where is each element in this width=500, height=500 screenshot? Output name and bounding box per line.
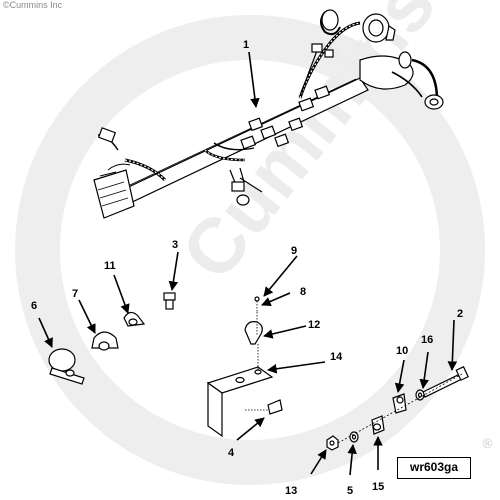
part-10-spacer xyxy=(392,393,407,414)
callout-14: 14 xyxy=(330,351,343,363)
part-12-p-clip xyxy=(244,312,263,345)
callout-labels: 1 2 3 4 5 6 7 8 9 10 11 12 13 14 15 16 xyxy=(31,39,463,497)
copyright-notice: ©Cummins Inc xyxy=(3,0,63,10)
hardware-parts xyxy=(48,292,469,451)
callout-2: 2 xyxy=(457,308,463,320)
callout-12: 12 xyxy=(308,319,320,331)
part-6-clamp xyxy=(48,348,85,385)
callout-arrows xyxy=(38,51,458,476)
part-15-tab-washer xyxy=(371,415,385,435)
callout-4: 4 xyxy=(228,447,235,459)
part-14-bracket xyxy=(206,344,274,438)
part-9-screw xyxy=(254,296,260,312)
callout-15: 15 xyxy=(372,481,384,493)
cummins-watermark: Cummins xyxy=(15,0,486,485)
callout-11: 11 xyxy=(104,260,116,272)
part-3-bolt xyxy=(163,292,176,310)
callout-1: 1 xyxy=(243,39,249,51)
callout-9: 9 xyxy=(291,245,297,257)
callout-13: 13 xyxy=(285,485,297,497)
callout-7: 7 xyxy=(72,288,78,300)
part-16-washer xyxy=(415,389,425,401)
part-5-lock-washer xyxy=(349,431,359,443)
part-11-clamp xyxy=(123,311,146,327)
callout-3: 3 xyxy=(172,239,178,251)
registered-mark: ® xyxy=(481,437,494,452)
drawing-number-box: wr603ga xyxy=(397,457,471,479)
callout-8: 8 xyxy=(300,286,306,298)
part-13-nut xyxy=(326,435,339,451)
part-7-clamp xyxy=(91,331,119,351)
callout-16: 16 xyxy=(421,334,433,346)
callout-5: 5 xyxy=(347,485,353,497)
callout-10: 10 xyxy=(396,345,408,357)
callout-6: 6 xyxy=(31,300,37,312)
part-4-bolt xyxy=(245,399,283,415)
wiring-harness xyxy=(93,9,444,219)
